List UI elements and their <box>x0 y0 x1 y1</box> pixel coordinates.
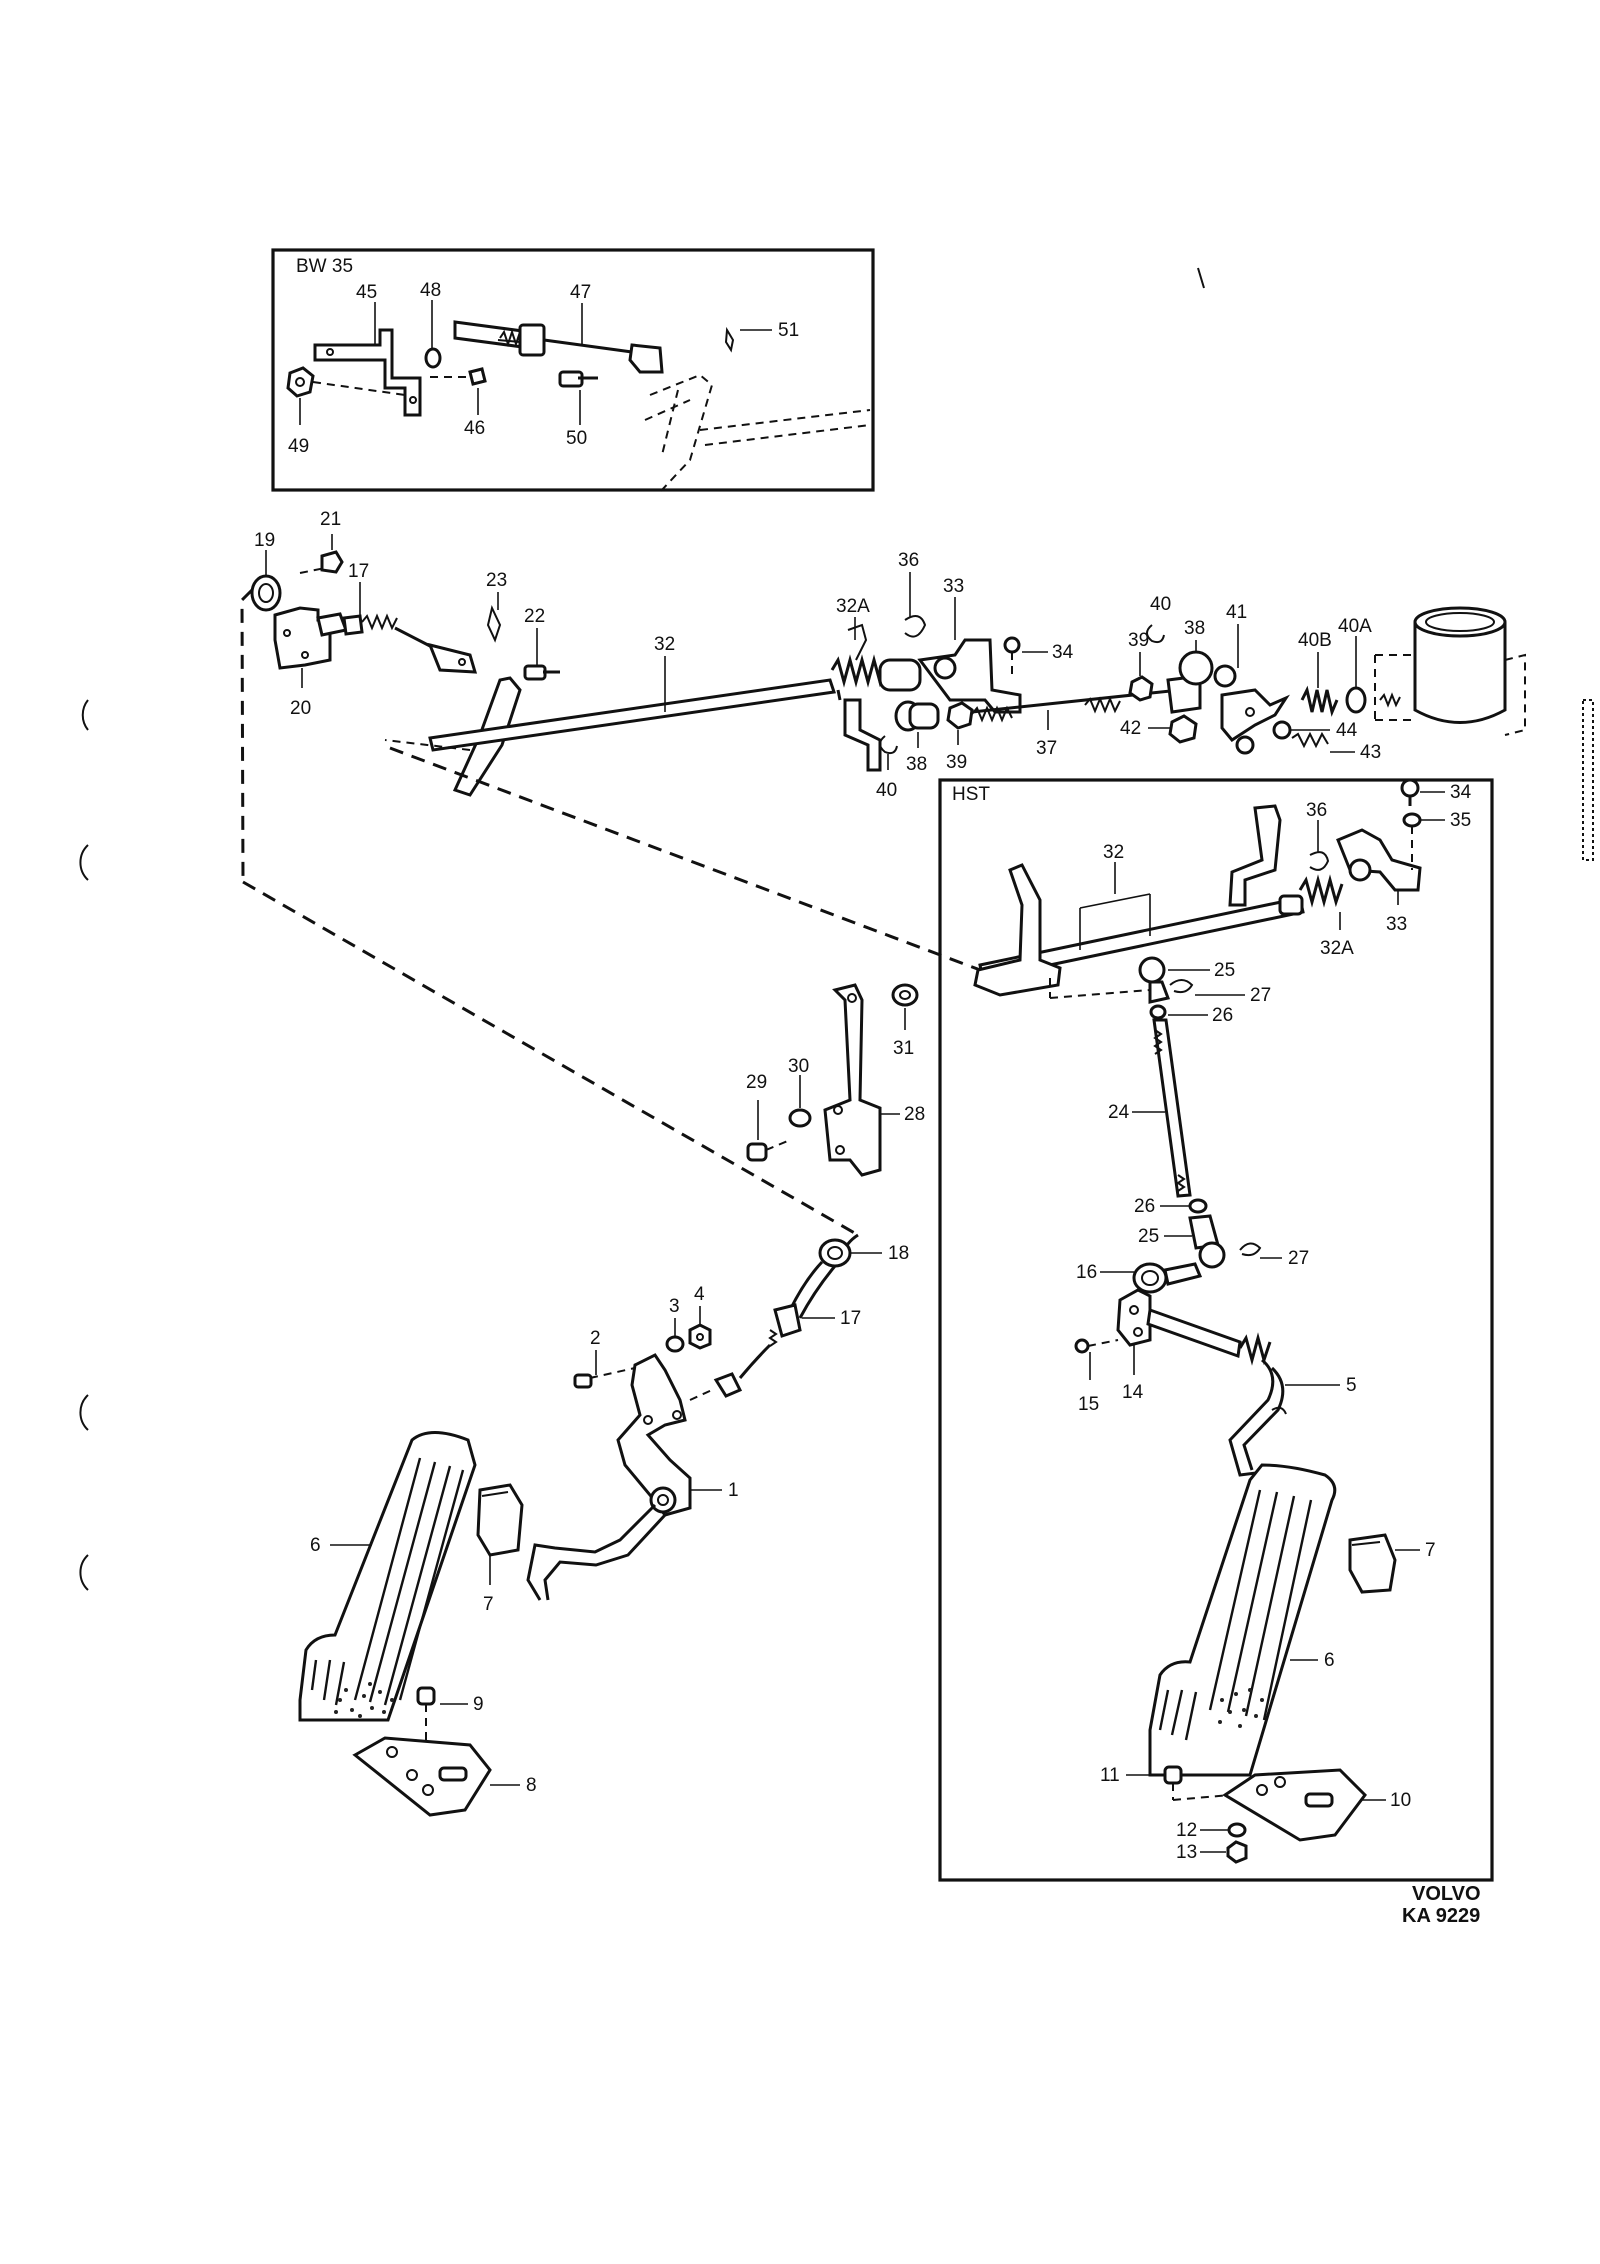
callout-20: 20 <box>290 698 311 719</box>
callout-8: 8 <box>526 1775 537 1796</box>
footer-brand: VOLVO <box>1412 1883 1481 1905</box>
callout-31: 31 <box>893 1038 914 1059</box>
callout-45: 45 <box>356 282 377 303</box>
callout-41: 41 <box>1226 602 1247 623</box>
callout-23: 23 <box>486 570 507 591</box>
callout-21: 21 <box>320 509 341 530</box>
callout-17-upper: 17 <box>348 561 369 582</box>
callout-24: 24 <box>1108 1102 1130 1123</box>
hst-inset-frame <box>938 778 1494 1882</box>
callout-36-main: 36 <box>898 550 919 571</box>
callout-17-lower: 17 <box>840 1308 861 1329</box>
callout-29: 29 <box>746 1072 767 1093</box>
callout-33-main: 33 <box>943 576 964 597</box>
callout-34-hst: 34 <box>1450 782 1472 803</box>
callout-40B: 40B <box>1298 630 1332 651</box>
callout-46: 46 <box>464 418 485 439</box>
callout-25-lower: 25 <box>1138 1226 1159 1247</box>
main-linkage: 21 19 17 20 23 22 32 36 32A 33 34 38 39 … <box>240 509 1526 1249</box>
callout-49: 49 <box>288 436 309 457</box>
callout-32-hst: 32 <box>1103 842 1124 863</box>
callout-36-hst: 36 <box>1306 800 1327 821</box>
callout-15: 15 <box>1078 1394 1099 1415</box>
callout-3: 3 <box>669 1296 680 1317</box>
callout-38-upper: 38 <box>1184 618 1205 639</box>
callout-34-main: 34 <box>1052 642 1074 663</box>
callout-2: 2 <box>590 1328 601 1349</box>
callout-13: 13 <box>1176 1842 1197 1863</box>
callout-6-main: 6 <box>310 1535 321 1556</box>
binder-holes <box>79 699 89 1591</box>
callout-28: 28 <box>904 1104 925 1125</box>
callout-7-main: 7 <box>483 1594 494 1615</box>
callout-42: 42 <box>1120 718 1141 739</box>
callout-43: 43 <box>1360 742 1381 763</box>
callout-14: 14 <box>1122 1382 1144 1403</box>
hst-title: HST <box>952 784 990 805</box>
bracket-assembly-28: 31 30 29 28 <box>746 983 925 1177</box>
stray-mark <box>1197 267 1205 289</box>
callout-39-lower: 39 <box>946 752 967 773</box>
callout-39-upper: 39 <box>1128 630 1149 651</box>
callout-35: 35 <box>1450 810 1471 831</box>
hst-inset: HST <box>938 778 1494 1882</box>
callout-32A-hst: 32A <box>1320 938 1354 959</box>
callout-6-hst: 6 <box>1324 1650 1335 1671</box>
callout-40-lower: 40 <box>876 780 897 801</box>
callout-37: 37 <box>1036 738 1057 759</box>
callout-38-lower: 38 <box>906 754 927 775</box>
callout-47: 47 <box>570 282 591 303</box>
callout-9: 9 <box>473 1694 484 1715</box>
footer-code: VOLVO KA 9229 <box>1402 1883 1481 1927</box>
callout-40A: 40A <box>1338 616 1372 637</box>
callout-27-lower: 27 <box>1288 1248 1309 1269</box>
callout-19: 19 <box>254 530 275 551</box>
callout-10: 10 <box>1390 1790 1411 1811</box>
callout-4: 4 <box>694 1284 705 1305</box>
binding-edge-mark <box>1582 699 1594 861</box>
callout-32-main: 32 <box>654 634 675 655</box>
callout-26-lower: 26 <box>1134 1196 1155 1217</box>
callout-25-upper: 25 <box>1214 960 1235 981</box>
callout-1: 1 <box>728 1480 739 1501</box>
footer-diagram-code: KA 9229 <box>1402 1905 1480 1927</box>
callout-16: 16 <box>1076 1262 1097 1283</box>
callout-32A-main: 32A <box>836 596 870 617</box>
callout-50: 50 <box>566 428 587 449</box>
callout-40-upper: 40 <box>1150 594 1171 615</box>
callout-11: 11 <box>1100 1765 1120 1786</box>
callout-27-upper: 27 <box>1250 985 1271 1006</box>
bw35-inset-frame <box>271 248 875 492</box>
bw35-title: BW 35 <box>296 256 353 277</box>
callout-18: 18 <box>888 1243 909 1264</box>
callout-33-hst: 33 <box>1386 914 1407 935</box>
callout-7-hst: 7 <box>1425 1540 1436 1561</box>
callout-48: 48 <box>420 280 441 301</box>
callout-44: 44 <box>1336 720 1358 741</box>
callout-22: 22 <box>524 606 545 627</box>
callout-51: 51 <box>778 320 799 341</box>
main-pedal-assembly: 18 17 2 3 4 1 6 7 9 8 <box>298 1238 909 1817</box>
bw35-inset: BW 35 45 48 <box>271 248 875 493</box>
callout-12: 12 <box>1176 1820 1197 1841</box>
callout-5: 5 <box>1346 1375 1357 1396</box>
callout-30: 30 <box>788 1056 809 1077</box>
callout-26-upper: 26 <box>1212 1005 1233 1026</box>
